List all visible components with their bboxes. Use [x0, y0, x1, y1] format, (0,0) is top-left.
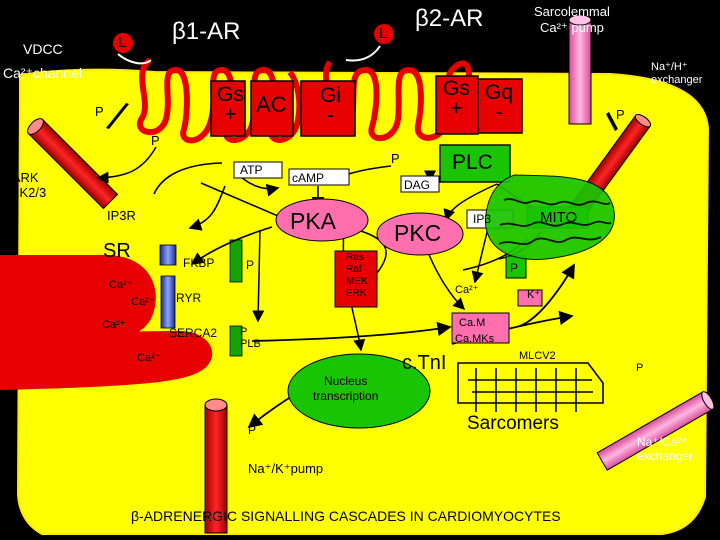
- ryr-channel: [160, 275, 176, 329]
- serca2-text: SERCA2: [169, 326, 218, 340]
- plc-node: [439, 144, 511, 183]
- sr-upper: [0, 255, 156, 347]
- sr-lower: [0, 330, 213, 390]
- bark-text: β-ARK: [0, 170, 39, 185]
- k-plus-text: K⁺: [527, 289, 541, 301]
- ca-sr4-text: Ca²⁺: [137, 352, 161, 364]
- fkbp-text: FKBP: [183, 256, 215, 270]
- ca-sr2-text: Ca²⁺: [131, 296, 155, 308]
- p-plb-text: P PLB: [240, 326, 261, 350]
- camp-box: [288, 168, 350, 186]
- ip3r-text: IP3R: [107, 208, 136, 223]
- gs2-text: Gs +: [443, 77, 470, 120]
- p-fkbp-text: P: [246, 258, 255, 272]
- ac-text: AC: [256, 92, 287, 117]
- gq-text: Gq -: [485, 81, 514, 124]
- p-right: P: [616, 107, 625, 122]
- l1-text: L: [118, 34, 127, 51]
- ligand-l1: [113, 33, 133, 53]
- b1ar-label: β1-AR: [172, 18, 241, 45]
- dag-box: [400, 175, 440, 193]
- ctni-text: c.TnI: [402, 352, 447, 374]
- vdcc-label: VDCC: [23, 41, 63, 57]
- gq-box: [477, 78, 523, 134]
- b2ar-label: β2-AR: [415, 5, 484, 32]
- ras-box: [334, 250, 378, 308]
- l2-text: L: [379, 25, 388, 42]
- ras-text: Ras Raf MEK ERK: [346, 252, 368, 299]
- gi-box: [300, 80, 356, 137]
- sarcomers: [457, 362, 604, 412]
- nucleus-text: Nucleus transcription: [313, 374, 379, 403]
- na-k-label: Na⁺/K⁺pump: [248, 461, 324, 476]
- plb-marker: [229, 325, 243, 357]
- sarcolemmal-pump: [568, 19, 592, 125]
- pkc-node: [376, 212, 464, 256]
- camks-to-plb-arrow: [251, 321, 452, 342]
- p-to-bark-arrow: [188, 185, 226, 231]
- p-left: P: [95, 104, 104, 119]
- sr-text: SR: [103, 240, 131, 262]
- sarcolemmal-pump-label: Sarcolemmal Ca²⁺ pump: [534, 4, 610, 35]
- pkc-text: PKC: [394, 220, 442, 246]
- na-h-label: Na⁺/H⁺ exchanger: [651, 61, 703, 86]
- camks-text: Ca.MKs: [455, 333, 495, 345]
- gs1-text: Gs +: [217, 83, 244, 126]
- mito-text: MITO: [540, 209, 578, 226]
- cam-text: Ca.M: [459, 317, 486, 329]
- atp-text: ATP: [240, 163, 263, 177]
- gs2-box: [435, 75, 479, 135]
- ac-box: [250, 80, 294, 137]
- plc-text: PLC: [452, 151, 493, 174]
- nucleus-node: [287, 353, 431, 429]
- sarcomers-text: Sarcomers: [467, 413, 559, 434]
- ligand-l2: [374, 24, 394, 44]
- ca-channel-label: Ca²⁺channel: [3, 65, 82, 81]
- p-plc: P: [391, 151, 400, 166]
- diagram-title: β-ADRENERGIC SIGNALLING CASCADES IN CARD…: [131, 508, 561, 524]
- camp-text: cAMP: [292, 171, 325, 185]
- p-bottom-text: P: [248, 423, 257, 437]
- ip3r-channel: [159, 244, 177, 266]
- ca-sr3-text: Ca²⁺: [102, 319, 126, 331]
- mlcv2-text: MLCV2: [519, 350, 556, 362]
- ip3-text: IP3: [473, 212, 492, 226]
- k-box: [517, 289, 543, 307]
- ryr-p-marker: [229, 239, 243, 283]
- pka-node: [275, 198, 369, 242]
- ca-plc-text: Ca²⁺: [455, 284, 479, 296]
- p-mito-text: P: [510, 261, 519, 275]
- p-right2-text: P: [636, 362, 644, 374]
- atp-box: [233, 161, 283, 179]
- mitochondrion: [484, 174, 615, 260]
- pka-text: PKA: [290, 208, 337, 234]
- gi-text: Gi -: [320, 84, 341, 127]
- dag-text: DAG: [404, 178, 431, 192]
- grk-text: GRK2/3: [0, 185, 47, 200]
- gs1-box: [210, 80, 246, 137]
- ca-sr1-text: Ca²⁺: [109, 279, 133, 291]
- receptor-pointers: [106, 103, 618, 131]
- na-ca-label: Na⁺/Ca²⁺ exchanger: [637, 435, 694, 463]
- cam-camks-box: [451, 312, 510, 344]
- ryr-text: RYR: [176, 291, 202, 305]
- p-mid: P: [151, 133, 160, 148]
